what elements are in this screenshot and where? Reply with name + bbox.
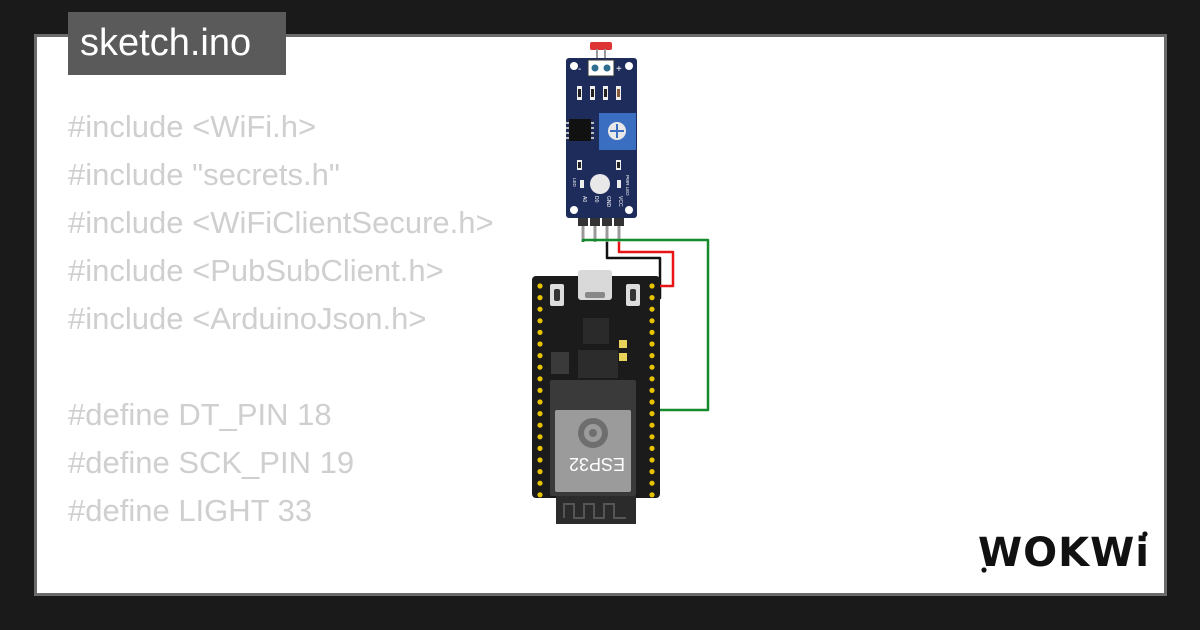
wokwi-logo-text: WOKWi <box>978 530 1150 576</box>
esp32-pin[interactable] <box>649 295 655 301</box>
code-line: #include <PubSubClient.h> <box>68 253 444 288</box>
ldr-minus-label: - <box>578 64 581 75</box>
led-icon <box>580 180 584 188</box>
photoresistor-icon <box>590 174 610 194</box>
pin-label-a0: A0 <box>581 196 587 202</box>
code-preview: #include <WiFi.h> #include "secrets.h" #in… <box>68 103 750 593</box>
esp32-pin[interactable] <box>649 411 655 417</box>
esp32-pin-headers[interactable] <box>537 283 655 498</box>
esp32-pin[interactable] <box>649 341 655 347</box>
pin-label-gnd: GND <box>605 196 611 208</box>
code-line: #define LIGHT 33 <box>68 493 313 528</box>
esp32-label: ESP32 <box>569 454 625 474</box>
esp32-devkit[interactable]: ESP32 <box>532 270 660 524</box>
sketch-filename-tab[interactable]: sketch.ino <box>68 12 286 75</box>
esp32-module-can <box>555 410 631 492</box>
pin-label-vcc: VCC <box>617 196 623 207</box>
esp32-pin[interactable] <box>649 469 655 475</box>
esp32-pin[interactable] <box>537 353 543 359</box>
pin-label-d0: D0 <box>593 196 599 203</box>
esp32-pin[interactable] <box>537 445 543 451</box>
usb-uart-chip <box>583 318 609 344</box>
sketch-filename: sketch.ino <box>80 22 252 64</box>
code-line: #define DT_PIN 18 <box>68 397 332 432</box>
esp32-pin[interactable] <box>649 457 655 463</box>
wire-vcc[interactable] <box>617 242 675 288</box>
esp32-pin[interactable] <box>649 492 655 498</box>
code-line: #include <ArduinoJson.h> <box>68 301 427 336</box>
pwr-led-label: PWR LED <box>625 175 630 196</box>
esp32-pin[interactable] <box>537 387 543 393</box>
esp32-pin[interactable] <box>649 318 655 324</box>
esp32-pin[interactable] <box>649 422 655 428</box>
esp32-pin[interactable] <box>649 399 655 405</box>
esp32-pin[interactable] <box>537 283 543 289</box>
code-line: #include <WiFiClientSecure.h> <box>68 205 494 240</box>
power-led-icon <box>617 180 621 188</box>
esp32-pin[interactable] <box>649 329 655 335</box>
code-line: #define SCK_PIN 19 <box>68 445 355 480</box>
esp32-pin[interactable] <box>649 364 655 370</box>
esp32-pin[interactable] <box>537 492 543 498</box>
esp32-pin[interactable] <box>649 387 655 393</box>
esp32-pin[interactable] <box>537 376 543 382</box>
code-line: #define AWS_IOT_PUBLISH_TOPIC "Robot/pub… <box>68 583 750 593</box>
esp32-pin[interactable] <box>537 422 543 428</box>
wire-ao-signal[interactable] <box>581 238 710 412</box>
esp32-pin[interactable] <box>537 364 543 370</box>
esp32-pin[interactable] <box>649 283 655 289</box>
ldr-module[interactable]: - + LED PWR LED A0 D0 GND VCC <box>566 42 637 242</box>
esp32-pin[interactable] <box>537 411 543 417</box>
esp32-pin[interactable] <box>537 399 543 405</box>
esp32-pin[interactable] <box>537 306 543 312</box>
esp32-antenna <box>556 496 636 524</box>
esp32-pin[interactable] <box>649 353 655 359</box>
ldr-plus-label: + <box>616 64 622 75</box>
esp32-pin[interactable] <box>537 480 543 486</box>
esp32-pin[interactable] <box>537 295 543 301</box>
code-line: #include <WiFi.h> <box>68 109 317 144</box>
esp32-pin[interactable] <box>649 434 655 440</box>
esp32-pin[interactable] <box>649 480 655 486</box>
esp32-pin[interactable] <box>537 469 543 475</box>
esp32-pin[interactable] <box>537 341 543 347</box>
esp32-pin[interactable] <box>649 376 655 382</box>
esp32-pin[interactable] <box>537 318 543 324</box>
esp32-pin[interactable] <box>537 457 543 463</box>
comparator-chip <box>569 119 591 141</box>
ldr-header-pins[interactable] <box>578 218 624 242</box>
wokwi-logo: WOKWi <box>978 530 1150 576</box>
esp32-pin[interactable] <box>649 306 655 312</box>
led-label: LED <box>572 178 577 188</box>
esp32-pin[interactable] <box>537 434 543 440</box>
esp32-pin[interactable] <box>537 329 543 335</box>
esp32-pin[interactable] <box>649 445 655 451</box>
regulator-chip <box>578 350 618 378</box>
ldr-sensor-head <box>590 42 612 50</box>
code-line: #include "secrets.h" <box>68 157 340 192</box>
